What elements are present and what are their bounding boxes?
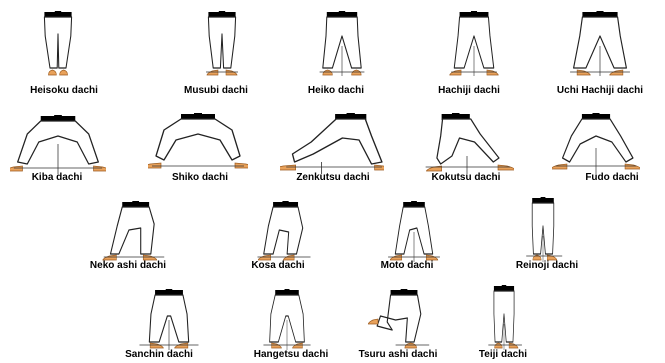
right-foot [352,70,362,75]
back-foot [375,165,384,170]
stance-label-kokutsu-dachi: Kokutsu dachi [432,172,501,183]
right-foot [610,70,623,75]
stance-label-heiko-dachi: Heiko dachi [308,85,364,96]
stance-figure-tsuru-ashi-dachi [362,280,446,350]
stance-figure-hangetsu-dachi [256,280,318,350]
stance-figure-uchi-hachiji-dachi [556,6,644,76]
stance-label-fudo-dachi: Fudo dachi [585,172,638,183]
right-foot [625,164,640,169]
left-foot [494,343,502,348]
stance-label-tsuru-ashi-dachi: Tsuru ashi dachi [359,349,438,360]
stance-figure-neko-ashi-dachi [92,192,176,262]
stance-figure-shiko-dachi [148,104,248,174]
left-foot [323,70,333,75]
stance-label-hachiji-dachi: Hachiji dachi [438,85,500,96]
stance-figure-kokutsu-dachi [420,104,514,174]
stance-figure-fudo-dachi [552,104,640,174]
pants [377,295,421,342]
left-foot [552,164,567,169]
stance-label-sanchin-dachi: Sanchin dachi [125,349,193,360]
right-foot [60,70,68,75]
pants [563,119,633,162]
stance-label-hangetsu-dachi: Hangetsu dachi [254,349,328,360]
left-foot [150,343,163,348]
left-foot [577,70,590,75]
stance-label-musubi-dachi: Musubi dachi [184,85,248,96]
stance-label-kosa-dachi: Kosa dachi [251,260,304,271]
left-foot [272,343,282,348]
stance-figure-musubi-dachi [182,6,262,76]
left-foot [10,166,22,171]
left-foot [148,163,161,168]
standing-foot [405,343,417,348]
left-foot [207,70,218,75]
stance-label-neko-ashi-dachi: Neko ashi dachi [90,260,166,271]
stance-label-zenkutsu-dachi: Zenkutsu dachi [296,172,369,183]
stance-label-heisoku-dachi: Heisoku dachi [30,85,98,96]
pants [156,119,240,160]
pants [110,207,154,254]
pants [292,119,381,164]
stance-label-moto-dachi: Moto dachi [381,260,434,271]
right-foot [94,166,106,171]
stance-label-shiko-dachi: Shiko dachi [172,172,228,183]
right-foot [226,70,237,75]
stance-figure-kosa-dachi [245,192,323,262]
left-foot [48,70,56,75]
stance-figure-heisoku-dachi [18,6,98,76]
left-foot [450,70,461,75]
stance-figure-moto-dachi [378,192,450,262]
front-foot [280,165,296,170]
pants [44,17,71,68]
stance-figure-heiko-dachi [302,6,382,76]
stance-figure-sanchin-dachi [128,280,210,350]
front-foot [498,165,514,170]
stance-figure-kiba-dachi [10,104,106,174]
stance-label-kiba-dachi: Kiba dachi [32,172,83,183]
right-foot [487,70,498,75]
stance-figure-zenkutsu-dachi [280,104,384,174]
right-foot [175,343,188,348]
stance-label-uchi-hachiji-dachi: Uchi Hachiji dachi [557,85,643,96]
right-foot [235,163,248,168]
stance-figure-hachiji-dachi [436,6,512,76]
pants [437,119,499,164]
stance-label-teiji-dachi: Teiji dachi [479,349,527,360]
stance-figure-teiji-dachi [476,280,532,350]
pants [208,17,235,68]
right-foot [509,343,518,348]
stance-label-reinoji-dachi: Reinoji dachi [516,260,578,271]
pants [264,207,303,254]
right-foot [293,343,303,348]
stance-figure-reinoji-dachi [513,192,573,262]
raised-foot [368,319,378,324]
